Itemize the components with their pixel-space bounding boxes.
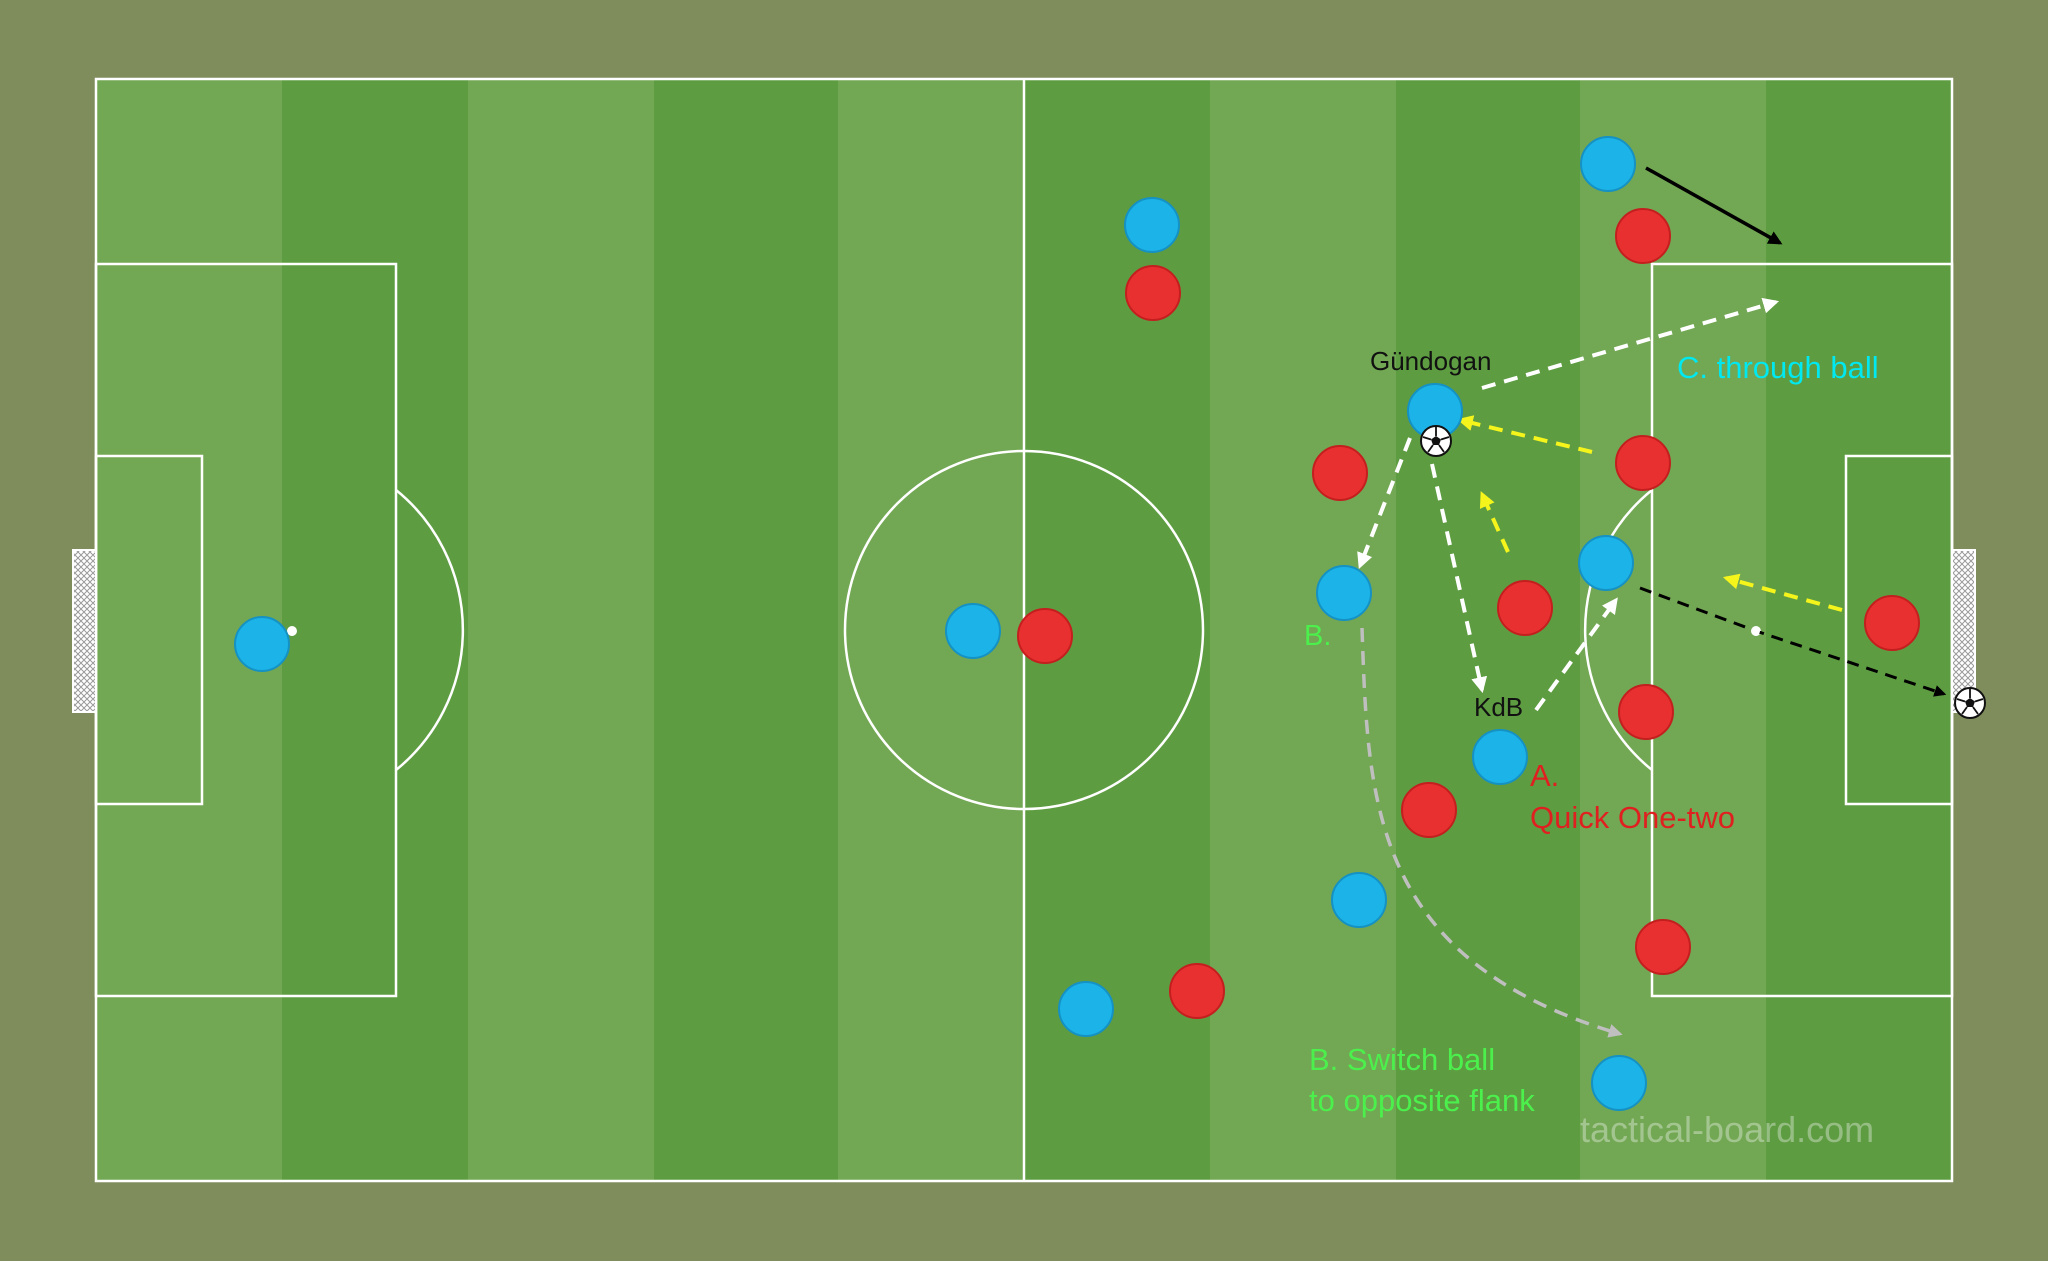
watermark: tactical-board.com xyxy=(1580,1109,1874,1150)
red-player[interactable] xyxy=(1497,580,1553,636)
pass-arrow-through-ball[interactable] xyxy=(1481,297,1780,390)
red-player[interactable] xyxy=(1017,608,1073,664)
arrow-dot xyxy=(1752,627,1760,635)
annotation-switch-line1: B. Switch ball xyxy=(1309,1042,1495,1077)
player-label-gundogan: Gündogan xyxy=(1370,346,1491,376)
run-arrow-winger[interactable] xyxy=(1645,166,1783,245)
annotation-b-short: B. xyxy=(1304,620,1331,652)
blue-team xyxy=(234,136,1647,1111)
blue-player[interactable] xyxy=(1580,136,1636,192)
red-player[interactable] xyxy=(1169,963,1225,1019)
red-team xyxy=(1017,208,1920,1019)
goal-net-icon xyxy=(72,549,97,713)
blue-player[interactable] xyxy=(234,616,290,672)
blue-player[interactable] xyxy=(1331,872,1387,928)
annotation-switch-line2: to opposite flank xyxy=(1309,1083,1535,1118)
left-penalty-arc xyxy=(395,489,465,771)
red-player[interactable] xyxy=(1635,919,1691,975)
red-player-goalkeeper[interactable] xyxy=(1864,595,1920,651)
movement-arrows xyxy=(1357,166,1947,1038)
player-label-kdb: KdB xyxy=(1474,692,1523,722)
red-player[interactable] xyxy=(1615,208,1671,264)
soccer-ball-icon[interactable] xyxy=(1420,425,1452,457)
yellow-arrow-press[interactable] xyxy=(1479,491,1510,553)
blue-player[interactable] xyxy=(1316,565,1372,621)
blue-player[interactable] xyxy=(945,603,1001,659)
red-player[interactable] xyxy=(1401,782,1457,838)
switch-ball-arrow[interactable] xyxy=(1360,627,1623,1038)
soccer-ball-icon[interactable] xyxy=(1954,687,1986,719)
blue-player-kdb[interactable] xyxy=(1472,729,1528,785)
right-penalty-arc xyxy=(1583,489,1653,771)
blue-player[interactable] xyxy=(1591,1055,1647,1111)
annotation-one-two-line2: Quick One-two xyxy=(1530,800,1735,835)
red-player[interactable] xyxy=(1125,265,1181,321)
yellow-arrow-keeper[interactable] xyxy=(1722,573,1843,612)
blue-player[interactable] xyxy=(1578,535,1634,591)
centre-circle xyxy=(843,449,1205,811)
blue-player[interactable] xyxy=(1124,197,1180,253)
pitch-stripes xyxy=(96,79,1952,1181)
blue-player[interactable] xyxy=(1058,981,1114,1037)
red-player[interactable] xyxy=(1615,435,1671,491)
red-player[interactable] xyxy=(1312,445,1368,501)
pass-arrow-to-kdb[interactable] xyxy=(1430,463,1488,694)
red-player[interactable] xyxy=(1618,684,1674,740)
left-penalty-spot xyxy=(287,626,297,636)
annotation-through-ball: C. through ball xyxy=(1677,350,1879,385)
annotation-one-two-line1: A. xyxy=(1530,758,1559,793)
